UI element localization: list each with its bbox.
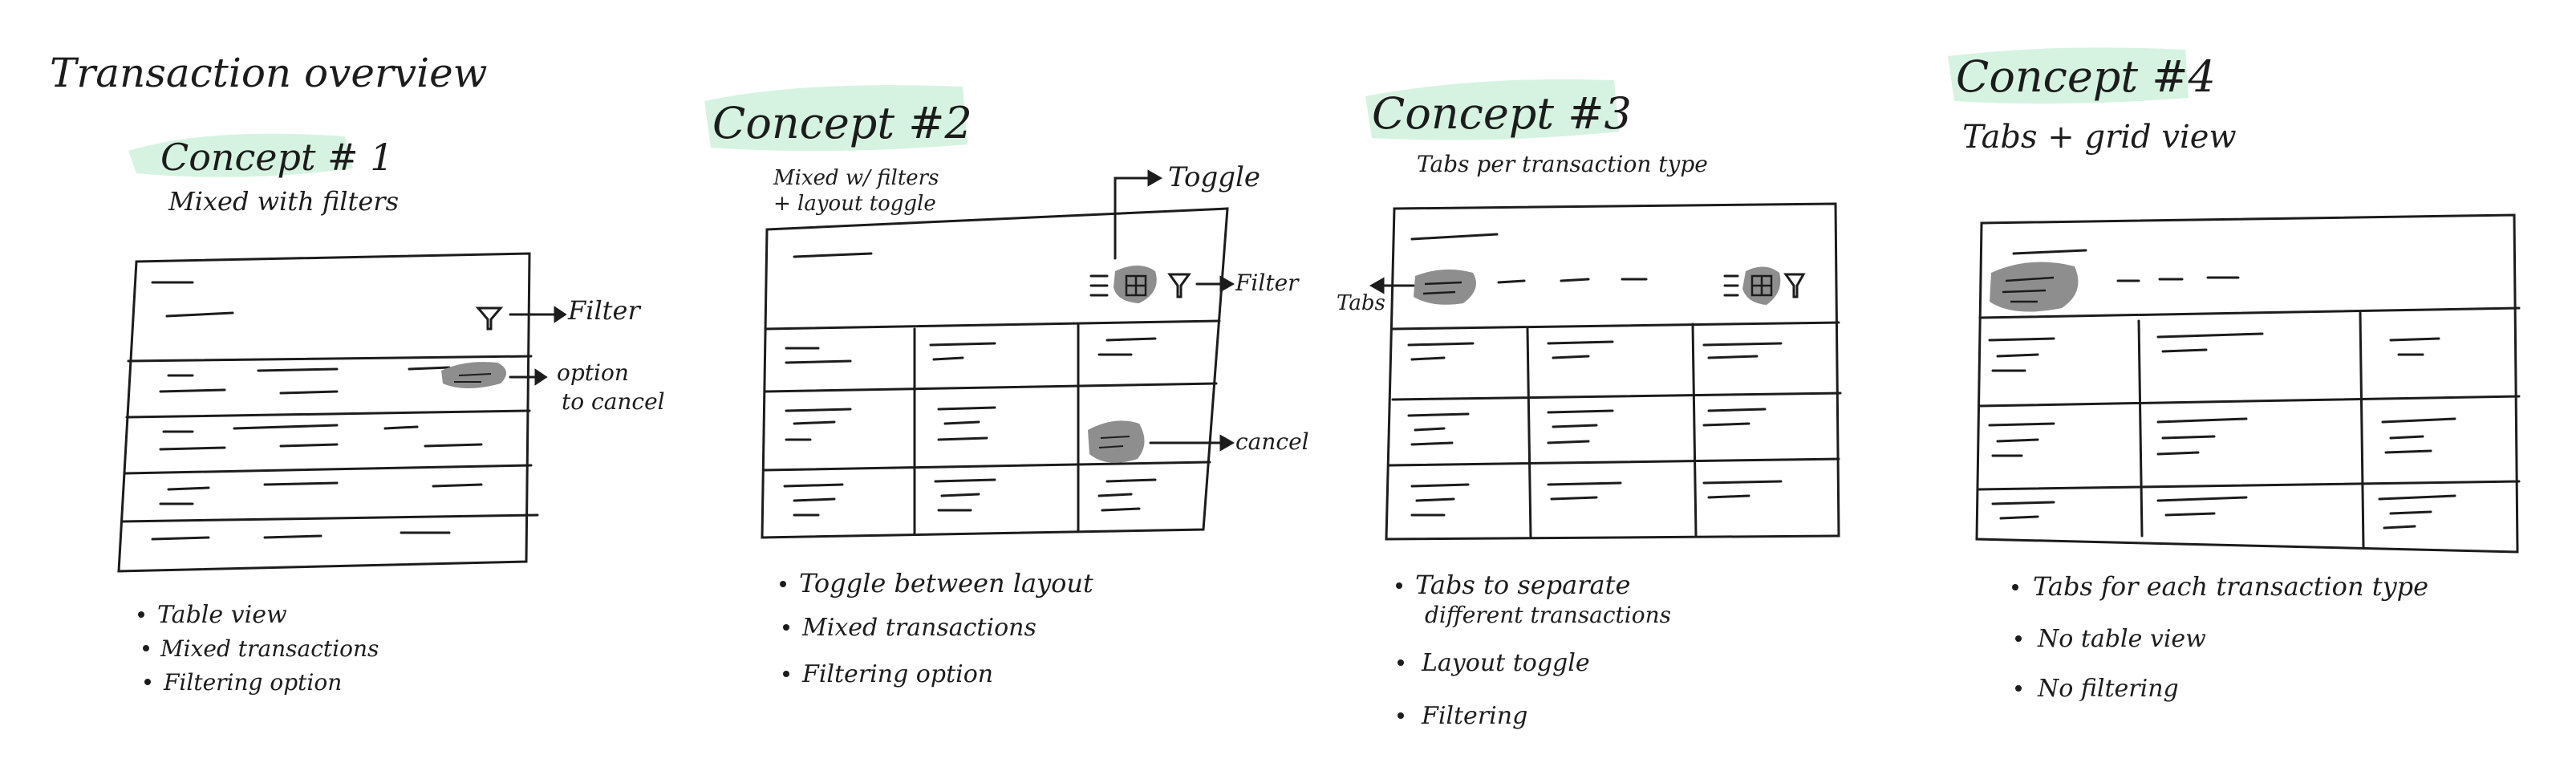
concept-2-subtitle-1: Mixed w/ filters [773,166,939,190]
concept-2-highlight [704,85,968,152]
grid-icon [1125,274,1147,297]
concept-3-heading: Concept #3 [1372,88,1632,139]
concept-3-tabs-label: Tabs [1337,291,1385,315]
concept-4-active-tab-blob [1990,262,2079,312]
concept-4-heading: Concept #4 [1956,51,2216,102]
concept-1-cancel-label-line1: option [557,359,629,386]
concept-3-subtitle: Tabs per transaction type [1417,151,1708,177]
concept-3-bullet-1-line1: Tabs to separate [1415,570,1630,600]
concept-2-toggle-label: Toggle [1168,161,1260,193]
concept-2-heading: Concept #2 [712,98,972,148]
concept-1: Concept # 1 Mixed with filters [117,133,665,696]
concept-2-subtitle-2: + layout toggle [773,192,936,216]
concept-1-bullet-3: Filtering option [163,669,342,696]
concept-3-bullet-1-line2: different transactions [1425,602,1671,628]
concept-3-bullet-3: Filtering [1421,702,1527,730]
concept-1-highlight [128,133,353,177]
concept-2-bullet-1: Toggle between layout [799,568,1093,598]
concept-1-cancel-label-line2: to cancel [562,388,665,415]
grid-icon [1750,274,1773,297]
concept-2-cancel-blob [1088,420,1145,463]
concept-3: Concept #3 Tabs per transaction type [1337,79,1842,730]
concept-2: Concept #2 Mixed w/ filters + layout tog… [704,85,1309,688]
concept-3-wireframe [1369,202,1842,541]
concept-3-highlight [1365,79,1619,140]
concept-4-highlight [1948,47,2189,104]
page-title: Transaction overview [50,50,487,96]
concept-1-heading: Concept # 1 [160,136,394,179]
concept-2-bullet-3: Filtering option [801,660,993,688]
concept-2-cancel-label: cancel [1235,428,1309,455]
concept-2-filter-label: Filter [1235,270,1300,296]
concept-1-bullet-2: Mixed transactions [160,635,379,662]
concept-3-bullet-2: Layout toggle [1421,649,1590,677]
concept-2-wireframe [761,169,1235,539]
concept-4-subtitle: Tabs + grid view [1962,119,2237,156]
concept-1-wireframe [117,252,567,573]
concept-4-bullet-1: Tabs for each transaction type [2033,571,2428,602]
concept-4-bullet-2: No table view [2037,625,2206,653]
concept-2-bullet-2: Mixed transactions [801,614,1036,642]
concept-4-bullet-3: No filtering [2037,675,2179,703]
concept-4-wireframe [1975,213,2521,554]
concept-3-active-tab-blob [1414,269,1476,305]
concept-1-subtitle: Mixed with filters [168,186,399,217]
concept-4: Concept #4 Tabs + grid view [1948,47,2521,703]
concept-1-filter-label: Filter [567,295,641,326]
concept-1-bullet-1: Table view [157,601,287,629]
